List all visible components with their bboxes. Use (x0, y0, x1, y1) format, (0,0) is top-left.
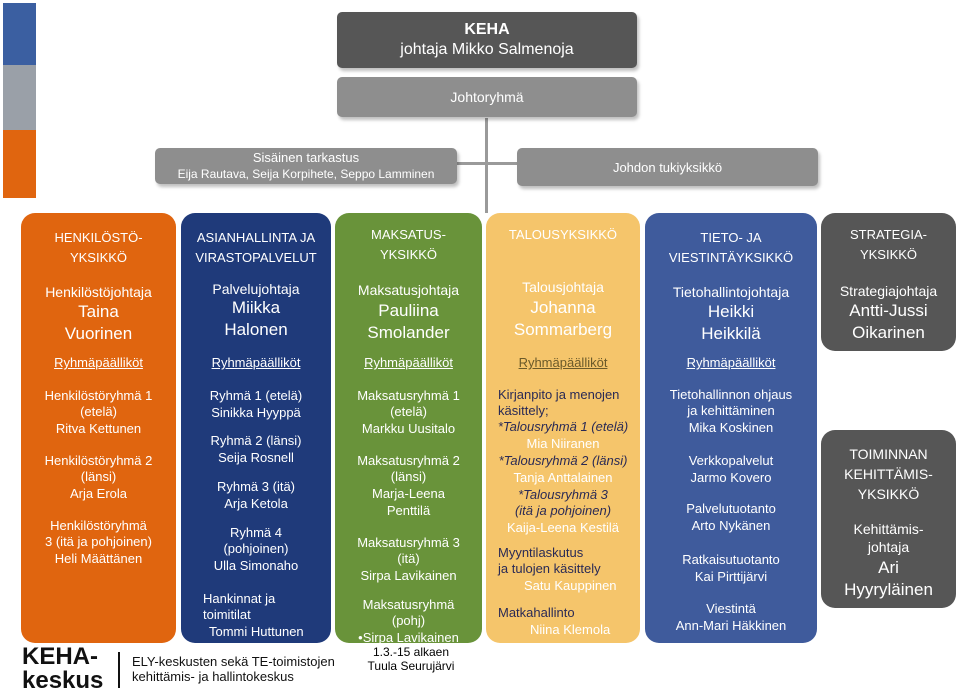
group-item: Ryhmä 2 (länsi) Seija Rosnell (210, 433, 302, 465)
group-leaders-label: Ryhmäpäälliköt (211, 355, 301, 370)
group-item: *Talousryhmä 1 (etelä) Mia Niiranen (497, 419, 629, 451)
group-item: Maksatusryhmä 3(itä) Sirpa Lavikainen (357, 535, 460, 583)
unit-development-box: TOIMINNAN KEHITTÄMIS- YKSIKKÖ Kehittämis… (821, 430, 956, 608)
support-unit-title: Johdon tukiyksikkö (612, 159, 723, 175)
group-item: Henkilöstöryhmä 1(etelä) Ritva Kettunen (44, 388, 153, 436)
unit-head-role: Palvelujohtaja (212, 281, 300, 297)
unit-strategy-box: STRATEGIA-YKSIKKÖ Strategiajohtaja Antti… (821, 213, 956, 351)
group-leaders-label: Ryhmäpäälliköt (364, 355, 453, 370)
keha-logo: KEHA- keskus (22, 643, 104, 694)
unit-hr-column: HENKILÖSTÖ-YKSIKKÖ Henkilöstöjohtaja Tai… (21, 213, 176, 643)
group-item: Maksatusryhmä 1(etelä) Markku Uusitalo (357, 388, 460, 436)
internal-audit-title: Sisäinen tarkastus (252, 150, 360, 165)
unit-title: MAKSATUS-YKSIKKÖ (371, 227, 446, 262)
unit-title: TALOUSYKSIKKÖ (508, 227, 618, 242)
group-item: Matkahallinto Niina Klemola (498, 605, 611, 637)
unit-head-role: Maksatusjohtaja (357, 282, 460, 298)
group-leaders-label: Ryhmäpäälliköt (518, 355, 608, 370)
group-item: Myyntilaskutus ja tulojen käsittely Satu… (498, 545, 617, 593)
payments-note: 1.3.-15 alkaen Tuula Seurujärvi (367, 645, 455, 673)
unit-head-role: Talousjohtaja (522, 279, 604, 295)
unit-payments-column: MAKSATUS-YKSIKKÖ Maksatusjohtaja Pauliin… (335, 213, 482, 645)
decor-stripe-gray (3, 65, 36, 130)
sub-unit-title: TOIMINNAN KEHITTÄMIS- YKSIKKÖ (844, 446, 933, 502)
footer-tagline: ELY-keskusten sekä TE-toimistojen kehitt… (132, 654, 335, 684)
logo-divider (118, 652, 120, 688)
decor-stripe-orange (3, 130, 36, 198)
unit-head-role: Henkilöstöjohtaja (45, 284, 152, 300)
connector-line (456, 162, 518, 165)
group-item: Ryhmä 3 (itä) Arja Ketola (216, 479, 296, 511)
group-item: Verkkopalvelut Jarmo Kovero (688, 453, 774, 485)
group-item: Ryhmä 1 (etelä) Sinikka Hyyppä (209, 388, 303, 420)
unit-head-role: Strategiajohtaja (839, 283, 938, 299)
keha-director-box: KEHA johtaja Mikko Salmenoja (337, 12, 637, 68)
group-item: Palvelutuotanto Arto Nykänen (686, 501, 776, 533)
group-leaders-label: Ryhmäpäälliköt (686, 355, 776, 370)
group-item: *Talousryhmä 3 (itä ja pohjoinen) Kaija-… (506, 487, 620, 535)
group-item: Ryhmä 4(pohjoinen) Ulla Simonaho (213, 525, 299, 573)
management-group-box: Johtoryhmä (337, 77, 637, 117)
group-item: Ratkaisutuotanto Kai Pirttijärvi (682, 552, 780, 584)
unit-title: HENKILÖSTÖ-YKSIKKÖ (54, 230, 143, 265)
group-item: Viestintä Ann-Mari Häkkinen (675, 601, 787, 633)
support-unit-box: Johdon tukiyksikkö (517, 148, 818, 186)
internal-audit-names: Eija Rautava, Seija Korpihete, Seppo Lam… (177, 167, 435, 181)
keha-director: johtaja Mikko Salmenoja (400, 41, 574, 58)
management-group-label: Johtoryhmä (450, 89, 524, 105)
decor-stripe-blue (3, 3, 36, 65)
group-item: Maksatusryhmä(pohj) •Sirpa Lavikainen (358, 597, 459, 645)
sub-unit-head-role: Kehittämis-johtaja (853, 521, 924, 555)
keha-title: KEHA (464, 21, 510, 38)
unit-head-role: Tietohallintojohtaja (672, 284, 790, 300)
connector-line (485, 118, 488, 213)
group-leaders-label: Ryhmäpäälliköt (54, 355, 143, 370)
unit-title: STRATEGIA-YKSIKKÖ (849, 227, 928, 262)
group-item: Henkilöstöryhmä 2(länsi) Arja Erola (44, 453, 153, 501)
internal-audit-box: Sisäinen tarkastus Eija Rautava, Seija K… (155, 148, 457, 184)
group-item: Maksatusryhmä 2(länsi) Marja-Leena Pentt… (357, 453, 460, 518)
group-item: *Talousryhmä 2 (länsi) Tanja Anttalainen (498, 453, 628, 485)
